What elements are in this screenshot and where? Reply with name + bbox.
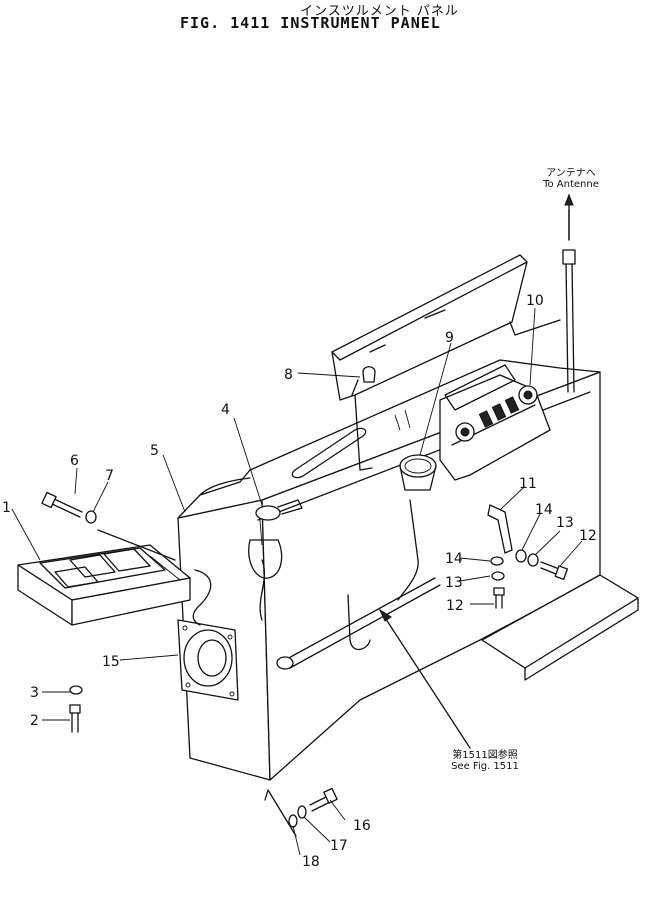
wire-harness [192,499,441,670]
key-switch [248,499,303,579]
callout-4: 4 [221,402,230,418]
callout-2: 2 [30,713,39,729]
switch-panel [439,364,551,481]
callout-labels: 1 2 3 4 5 6 7 8 9 10 11 14 13 12 14 13 1… [2,293,597,870]
gauge-cup [399,454,437,491]
speaker [177,619,239,701]
callout-3: 3 [30,685,39,701]
see-figure-note-english: See Fig. 1511 [451,761,519,772]
callout-16: 16 [353,818,371,834]
callout-10: 10 [526,293,544,309]
callout-13-left: 13 [445,575,463,591]
callout-5: 5 [150,443,159,459]
callout-11: 11 [519,476,537,492]
leader-lines [11,307,583,856]
callout-17: 17 [330,838,348,854]
antenna-note: アンテナへ To Antenne [532,168,610,190]
callout-7: 7 [105,468,114,484]
see-figure-note: 第1511図参照 See Fig. 1511 [440,750,530,772]
callout-15: 15 [102,654,120,670]
callout-14-right: 14 [535,502,553,518]
callout-1: 1 [2,500,11,516]
figure-title: FIG. 1411 INSTRUMENT PANEL [180,14,441,32]
callout-14-left: 14 [445,551,463,567]
gauge-panel-assembly [17,529,191,626]
callout-18: 18 [302,854,320,870]
callout-8: 8 [284,367,293,383]
antenna-note-japanese: アンテナへ [546,168,596,179]
callout-9: 9 [445,330,454,346]
see-figure-note-japanese: 第1511図参照 [452,750,518,761]
callout-12-left: 12 [446,598,464,614]
callout-13-right: 13 [556,515,574,531]
figure-title-japanese: インスツルメント パネル [300,4,459,19]
callout-12-right: 12 [579,528,597,544]
hinged-lid [331,254,561,471]
reference-arrows [264,209,570,837]
callout-6: 6 [70,453,79,469]
fastener-parts [41,366,639,828]
antenna-note-english: To Antenne [543,179,599,190]
